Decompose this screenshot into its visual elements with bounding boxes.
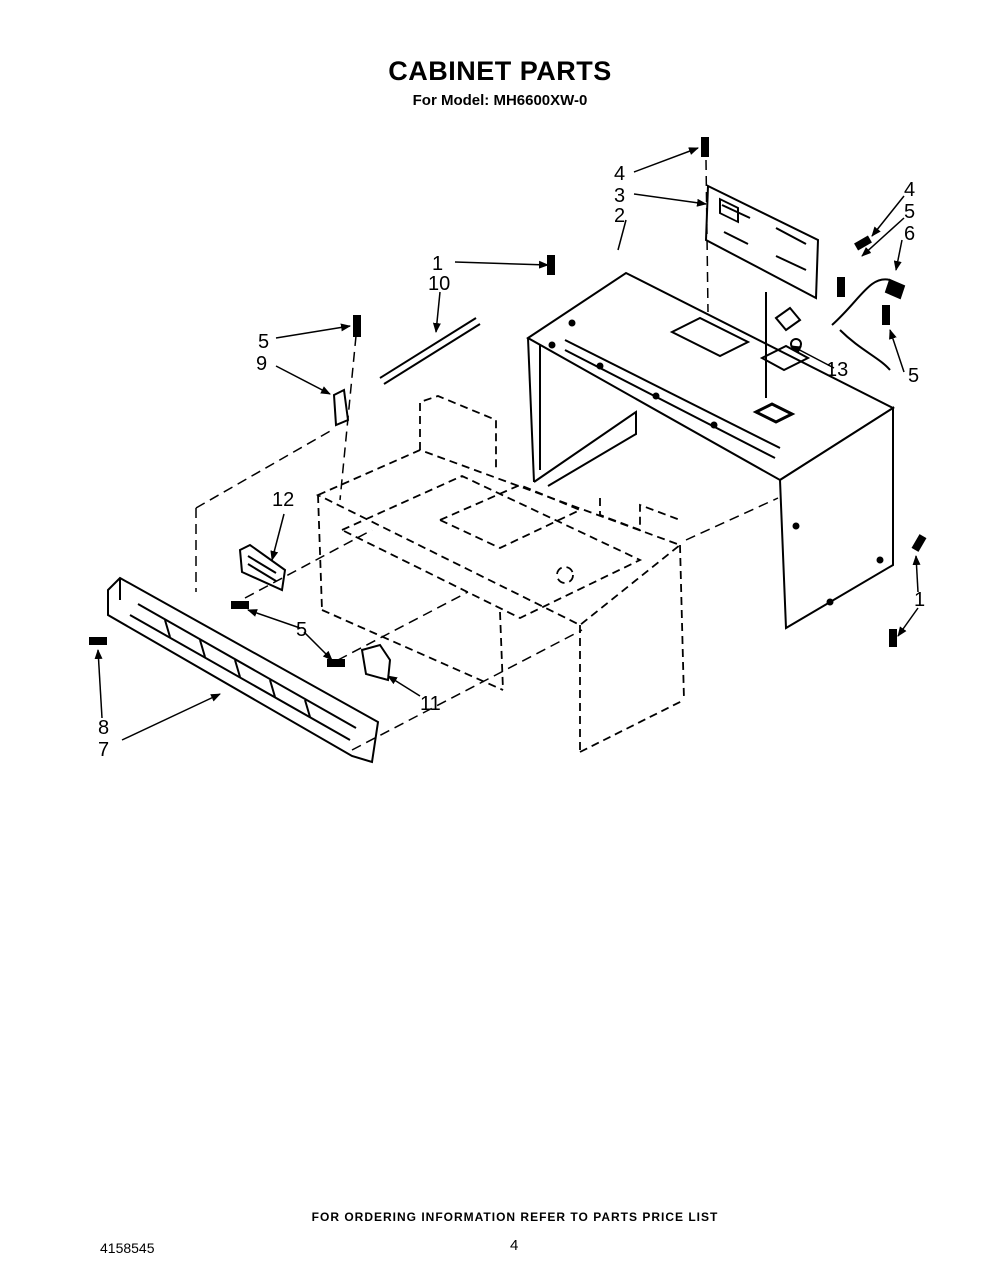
back-bracket bbox=[704, 184, 820, 300]
callout-7: 7 bbox=[98, 739, 109, 761]
callout-4-right: 4 bbox=[904, 179, 915, 201]
hinge bbox=[332, 388, 350, 427]
page-title: CABINET PARTS bbox=[388, 56, 612, 86]
callout-12: 12 bbox=[272, 489, 294, 511]
callout-5-left: 5 bbox=[258, 331, 269, 353]
touch-pad bbox=[238, 543, 287, 592]
ordering-note: FOR ORDERING INFORMATION REFER TO PARTS … bbox=[311, 1210, 719, 1224]
document-number: 4158545 bbox=[100, 1240, 155, 1256]
page-number: 4 bbox=[510, 1237, 519, 1254]
callout-13: 13 bbox=[826, 359, 848, 381]
callout-10: 10 bbox=[428, 273, 450, 295]
ground-wire bbox=[765, 278, 906, 398]
model-subtitle: For Model: MH6600XW-0 bbox=[412, 92, 588, 109]
callout-4-top: 4 bbox=[614, 163, 625, 185]
callout-1-right: 1 bbox=[914, 589, 925, 611]
screws bbox=[89, 137, 927, 667]
callout-2: 2 bbox=[614, 205, 625, 227]
thermal-switch bbox=[774, 306, 802, 350]
alignment-lines bbox=[195, 159, 779, 751]
callout-3: 3 bbox=[614, 185, 625, 207]
callout-9: 9 bbox=[256, 353, 267, 375]
control-panel bbox=[107, 576, 380, 764]
callout-5-right-bottom: 5 bbox=[908, 365, 919, 387]
leader-lines bbox=[94, 147, 921, 741]
callout-11: 11 bbox=[420, 693, 441, 715]
callout-6: 6 bbox=[904, 223, 915, 245]
callout-numbers: 1 10 5 9 4 3 2 4 5 6 13 5 1 12 5 11 8 7 bbox=[98, 163, 925, 761]
outer-cabinet-wrapper bbox=[526, 271, 896, 630]
oven-cavity bbox=[315, 395, 685, 753]
callout-1-top: 1 bbox=[432, 253, 443, 275]
callout-5-mid: 5 bbox=[296, 619, 307, 641]
callout-5-right-top: 5 bbox=[904, 201, 915, 223]
bracket bbox=[360, 643, 392, 682]
callout-8: 8 bbox=[98, 717, 109, 739]
latch-rod bbox=[379, 317, 481, 385]
